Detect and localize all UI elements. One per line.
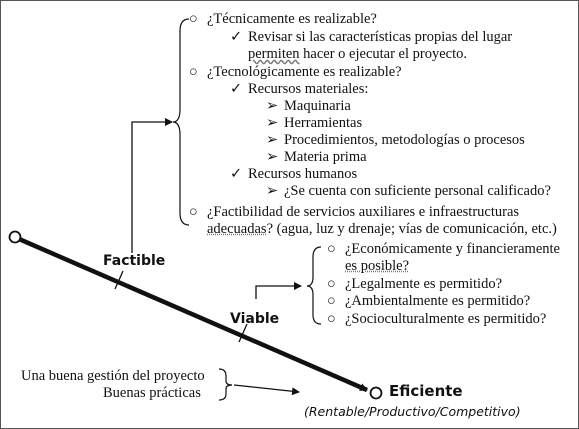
circle-bullet-icon: ○ [327, 311, 336, 327]
input-buenas-practicas: Buenas prácticas [103, 385, 201, 401]
project-path-line [18, 236, 368, 393]
eficiente-label: Eficiente [389, 382, 463, 400]
factible-tick [114, 270, 124, 290]
arrowhead-bullet-icon: ➢ [266, 183, 279, 199]
circle-bullet-icon: ○ [327, 241, 336, 257]
start-node [8, 230, 22, 244]
viable-brace [306, 246, 322, 325]
criterion-servicios-line2: adecuadas? (agua, luz y drenaje; vías de… [207, 221, 557, 237]
inputs-arrow [233, 384, 300, 396]
material-item: ➢Herramientas [266, 115, 363, 131]
factible-label: Factible [103, 253, 166, 269]
tecnicamente-detail-line2: permiten hacer o ejecutar el proyecto. [248, 46, 468, 62]
material-item: ➢Maquinaria [266, 98, 351, 114]
checkmark-icon: ✓ [230, 81, 243, 97]
input-gestion: Una buena gestión del proyecto [21, 368, 205, 384]
circle-bullet-icon: ○ [327, 293, 336, 309]
viable-connector [255, 282, 302, 299]
criterion-tecnicamente: ○¿Técnicamente es realizable? [189, 11, 377, 27]
arrowhead-bullet-icon: ➢ [266, 132, 279, 148]
viable-economico-line2: es posible? [345, 258, 410, 274]
end-node [369, 386, 383, 400]
tecnicamente-detail-line1: ✓Revisar si las características propias … [230, 29, 513, 45]
viable-item: ○¿Ambientalmente es permitido? [327, 293, 531, 309]
viable-item: ○¿Socioculturalmente es permitido? [327, 311, 547, 327]
criterion-tecnologicamente: ○¿Tecnológicamente es realizable? [189, 64, 402, 80]
circle-bullet-icon: ○ [327, 276, 336, 292]
factible-connector [131, 118, 173, 253]
circle-bullet-icon: ○ [189, 204, 198, 220]
material-item: ➢Procedimientos, metodologías o procesos [266, 132, 525, 148]
eficiente-subtitle: (Rentable/Productivo/Competitivo) [304, 404, 521, 419]
criterion-servicios-line1: ○¿Factibilidad de servicios auxiliares e… [189, 204, 520, 220]
arrowhead-bullet-icon: ➢ [266, 98, 279, 114]
checkmark-icon: ✓ [230, 29, 243, 45]
arrowhead-bullet-icon: ➢ [266, 115, 279, 131]
inputs-brace [218, 368, 233, 401]
recursos-humanos: ✓Recursos humanos [230, 166, 358, 182]
viable-economico-line1: ○¿Económicamente y financieramente [327, 241, 560, 257]
arrowhead-bullet-icon: ➢ [266, 149, 279, 165]
factible-brace [172, 18, 190, 226]
viable-label: Viable [230, 311, 280, 327]
circle-bullet-icon: ○ [189, 64, 198, 80]
checkmark-icon: ✓ [230, 166, 243, 182]
circle-bullet-icon: ○ [189, 11, 198, 27]
material-item: ➢Materia prima [266, 149, 367, 165]
viable-item: ○¿Legalmente es permitido? [327, 276, 503, 292]
humanos-item: ➢¿Se cuenta con suficiente personal cali… [266, 183, 551, 199]
recursos-materiales: ✓Recursos materiales: [230, 81, 369, 97]
viable-tick [238, 323, 248, 343]
